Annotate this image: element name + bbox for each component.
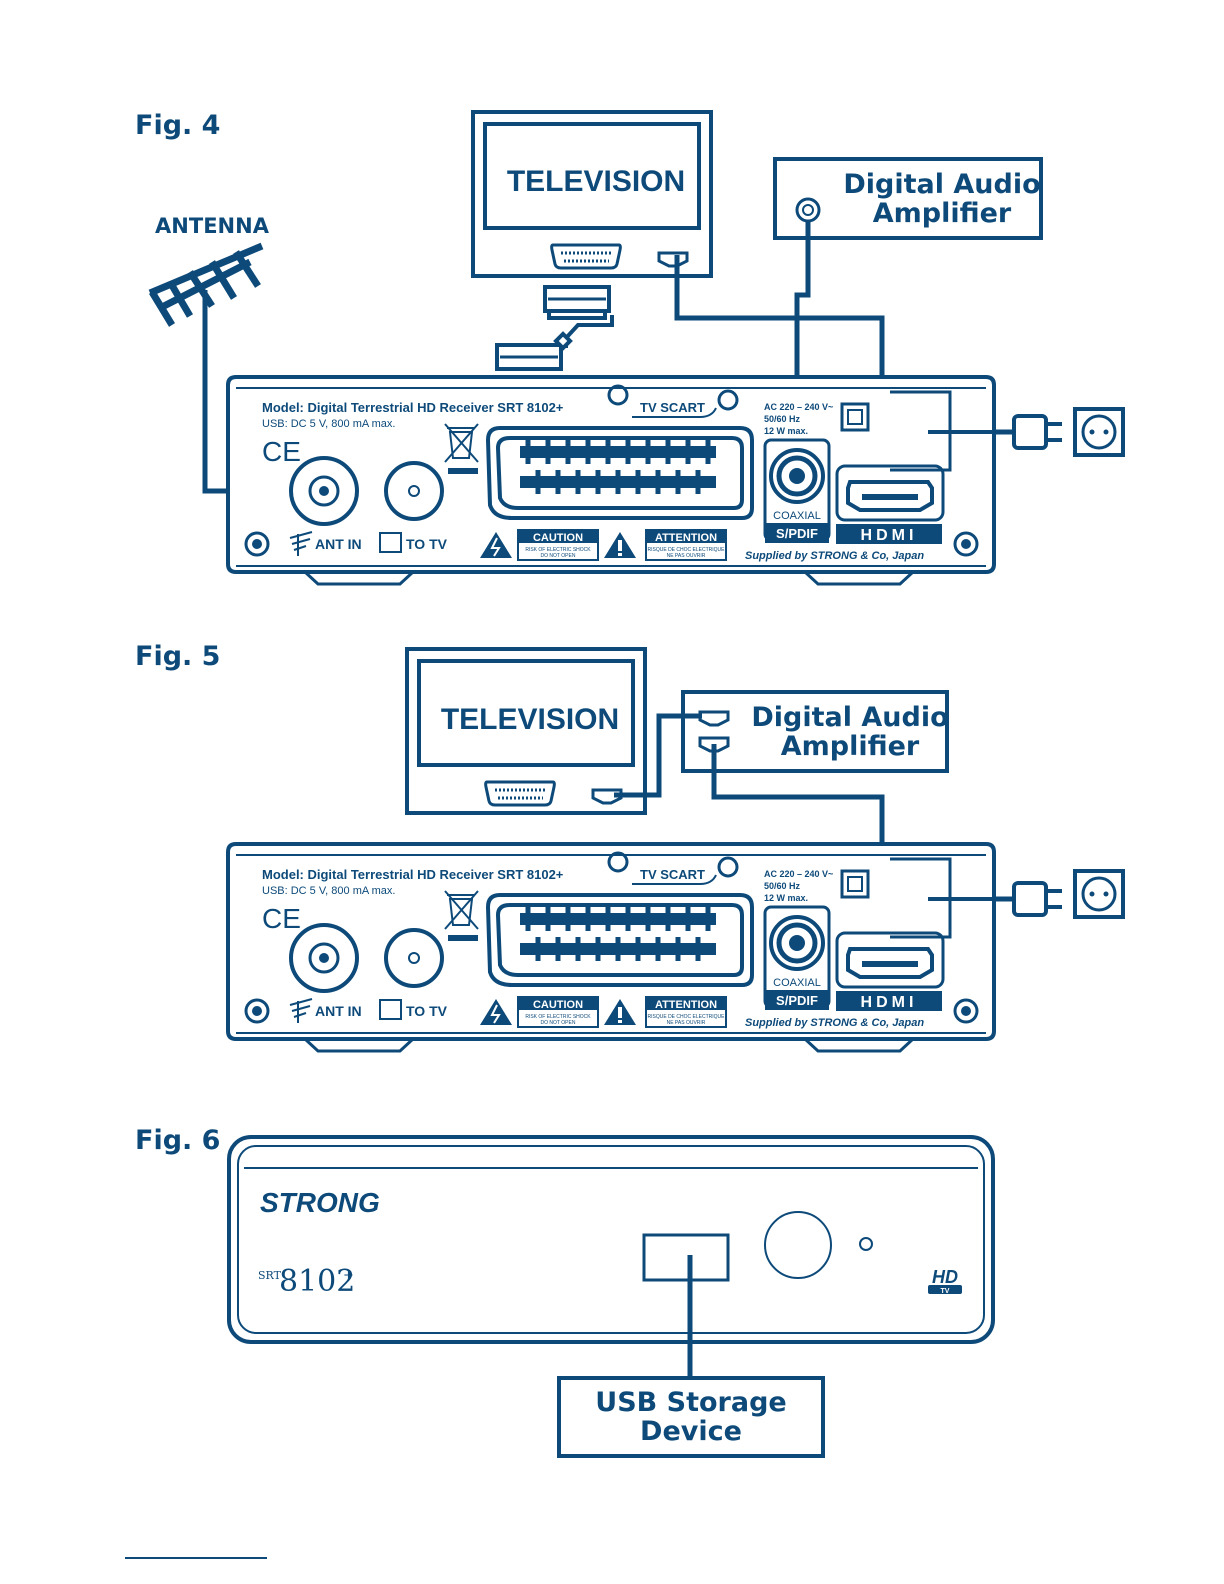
usb-spec-label-fig5: USB: DC 5 V, 800 mA max. xyxy=(262,885,395,897)
antenna-label: ANTENNA xyxy=(155,214,270,238)
model-label: Model: Digital Terrestrial HD Receiver S… xyxy=(262,400,564,415)
receiver-front-panel xyxy=(227,1135,995,1344)
supplied-by-label: Supplied by STRONG & Co, Japan xyxy=(745,550,924,562)
antenna-icon xyxy=(148,242,264,327)
caution-sub1: RISK OF ELECTRIC SHOCK xyxy=(525,547,591,553)
to-tv-label-fig5: TO TV xyxy=(406,1003,448,1019)
brand-logo: STRONG xyxy=(260,1187,380,1218)
ac-label-2-fig5: 50/60 Hz xyxy=(764,881,801,891)
attention-sub2: NE PAS OUVRIR xyxy=(667,553,706,559)
spdif-label: S/PDIF xyxy=(776,526,818,541)
hd-logo: HD xyxy=(932,1267,958,1287)
ce-mark-fig5: CE xyxy=(262,903,301,934)
amplifier-label-line2-fig5: Amplifier xyxy=(781,731,920,762)
tv-logo: TV xyxy=(941,1288,950,1295)
wall-socket-icon-fig5 xyxy=(1073,869,1125,919)
hdmi-logo: HDMI xyxy=(861,527,918,544)
caution-label-fig5: CAUTION xyxy=(533,999,583,1011)
television-label: TELEVISION xyxy=(507,165,685,198)
scart-cable xyxy=(495,285,614,371)
television-label-fig5: TELEVISION xyxy=(441,703,619,736)
usb-port xyxy=(642,1233,730,1282)
power-plug-icon-fig5 xyxy=(994,881,1062,917)
ce-mark: CE xyxy=(262,436,301,467)
tv-scart-label: TV SCART xyxy=(640,400,705,415)
attention-label-fig5: ATTENTION xyxy=(655,999,717,1011)
supplied-by-label-fig5: Supplied by STRONG & Co, Japan xyxy=(745,1017,924,1029)
model-label-fig5: Model: Digital Terrestrial HD Receiver S… xyxy=(262,867,564,882)
hdmi-in-icon xyxy=(698,736,730,753)
ant-in-label: ANT IN xyxy=(315,536,362,552)
ac-label-2: 50/60 Hz xyxy=(764,414,801,424)
amplifier-label-line1: Digital Audio xyxy=(843,169,1040,200)
ac-label-1: AC 220 – 240 V~ xyxy=(764,402,833,412)
amplifier-box xyxy=(773,157,1043,240)
fig5-diagram: TELEVISION Digital Audio Amplifier xyxy=(228,647,1125,1051)
ac-label-1-fig5: AC 220 – 240 V~ xyxy=(764,869,833,879)
model-number: 8102 xyxy=(279,1264,355,1299)
usb-label-line2: Device xyxy=(640,1416,742,1447)
model-suffix: + xyxy=(343,1268,354,1283)
fig6-diagram: STRONG SRT 8102 + HD TV USB Storage Devi… xyxy=(227,1135,995,1458)
amplifier-label-line1-fig5: Digital Audio xyxy=(751,702,948,733)
footnote-rule xyxy=(125,1557,267,1559)
caution-sub2-fig5: DO NOT OPEN xyxy=(541,1020,576,1026)
usb-spec-label: USB: DC 5 V, 800 mA max. xyxy=(262,418,395,430)
usb-label-line1: USB Storage xyxy=(595,1387,786,1418)
ac-label-3: 12 W max. xyxy=(764,426,808,436)
led-indicator xyxy=(859,1237,873,1251)
caution-sub1-fig5: RISK OF ELECTRIC SHOCK xyxy=(525,1014,591,1020)
amplifier-label-line2: Amplifier xyxy=(873,198,1012,229)
fig6-label: Fig. 6 xyxy=(135,1125,221,1156)
attention-sub2-fig5: NE PAS OUVRIR xyxy=(667,1020,706,1026)
caution-label: CAUTION xyxy=(533,532,583,544)
spdif-label-fig5: S/PDIF xyxy=(776,993,818,1008)
ac-label-3-fig5: 12 W max. xyxy=(764,893,808,903)
attention-sub1: RISQUE DE CHOC ELECTRIQUE xyxy=(648,547,726,553)
amplifier-box-fig5 xyxy=(681,690,949,773)
to-tv-label: TO TV xyxy=(406,536,448,552)
receiver-labels-fig5: Model: Digital Terrestrial HD Receiver S… xyxy=(262,867,924,1029)
hdmi-logo-fig5: HDMI xyxy=(861,994,918,1011)
ant-in-label-fig5: ANT IN xyxy=(315,1003,362,1019)
coaxial-input-icon xyxy=(795,197,821,223)
receiver-labels-fig4: Model: Digital Terrestrial HD Receiver S… xyxy=(262,400,924,562)
fig5-label: Fig. 5 xyxy=(135,641,221,672)
fig4-diagram: ANTENNA TELEVISION Digital Audio Amplifi… xyxy=(148,110,1125,584)
tv-scart-label-fig5: TV SCART xyxy=(640,867,705,882)
coaxial-label-fig5: COAXIAL xyxy=(773,977,821,989)
wall-socket-icon xyxy=(1073,407,1125,457)
attention-sub1-fig5: RISQUE DE CHOC ELECTRIQUE xyxy=(648,1014,726,1020)
power-plug-icon xyxy=(994,414,1062,450)
usb-storage-box xyxy=(557,1376,825,1458)
ir-sensor xyxy=(764,1211,832,1279)
hdmi-out-icon xyxy=(698,710,730,727)
attention-label: ATTENTION xyxy=(655,532,717,544)
fig4-label: Fig. 4 xyxy=(135,110,221,141)
coaxial-label: COAXIAL xyxy=(773,510,821,522)
model-prefix: SRT xyxy=(258,1269,282,1282)
caution-sub2: DO NOT OPEN xyxy=(541,553,576,559)
